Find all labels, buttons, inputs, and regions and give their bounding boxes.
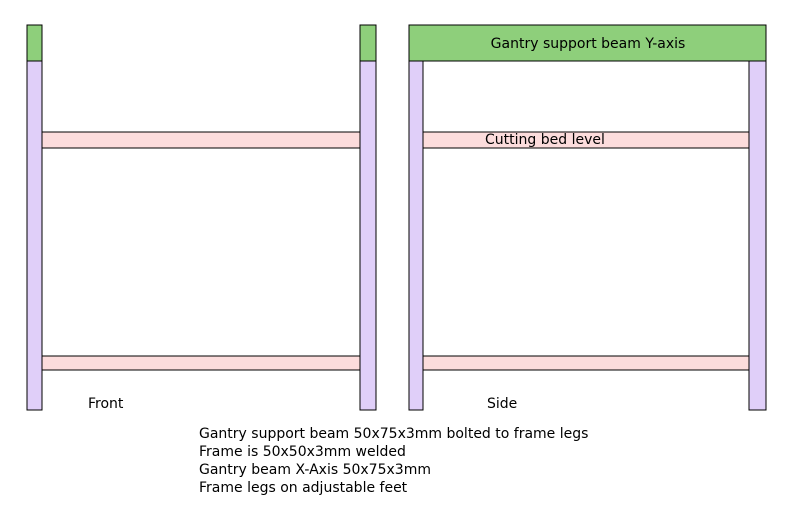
side-bed-crossbar	[422, 131, 750, 149]
side-bottom-crossbar	[422, 355, 750, 371]
side-left-leg	[408, 60, 424, 411]
cutting-bed-label: Cutting bed level	[485, 132, 605, 148]
side-view-label: Side	[487, 396, 517, 412]
note-line: Gantry beam X-Axis 50x75x3mm	[199, 462, 431, 478]
front-right-leg	[359, 60, 377, 411]
side-view: Gantry support beam Y-axis Cutting bed l…	[408, 24, 767, 412]
gantry-beam-label: Gantry support beam Y-axis	[491, 36, 686, 52]
note-line: Frame is 50x50x3mm welded	[199, 444, 406, 460]
front-view: Front	[26, 24, 377, 412]
notes-block: Gantry support beam 50x75x3mm bolted to …	[199, 426, 588, 496]
gantry-support-beam	[408, 24, 767, 62]
front-view-label: Front	[88, 396, 124, 412]
front-bed-crossbar	[41, 131, 361, 149]
note-line: Gantry support beam 50x75x3mm bolted to …	[199, 426, 588, 442]
front-bottom-crossbar	[41, 355, 361, 371]
front-left-leg	[26, 60, 43, 411]
note-line: Frame legs on adjustable feet	[199, 480, 408, 496]
side-right-leg	[748, 60, 767, 411]
front-left-gantry-cap	[26, 24, 43, 62]
front-right-gantry-cap	[359, 24, 377, 62]
